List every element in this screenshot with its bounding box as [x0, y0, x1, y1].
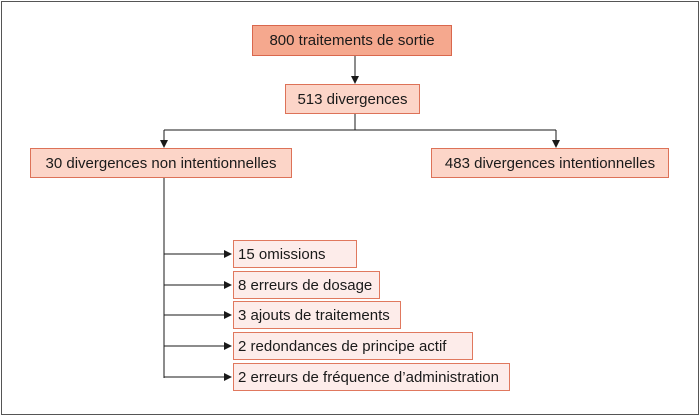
detail-node-label: 8 erreurs de dosage: [238, 276, 373, 294]
detail-node-redondances: 2 redondances de principe actif: [233, 332, 473, 360]
detail-node-frequence: 2 erreurs de fréquence d’administration: [233, 363, 510, 391]
detail-node-omissions: 15 omissions: [233, 240, 357, 268]
detail-node-label: 15 omissions: [238, 245, 326, 263]
divergences-node-label: 513 divergences: [297, 90, 408, 108]
root-node: 800 traitements de sortie: [252, 25, 452, 56]
intentional-node-label: 483 divergences intentionnelles: [444, 154, 656, 172]
divergences-node: 513 divergences: [285, 84, 420, 114]
unintentional-node: 30 divergences non intentionnelles: [30, 148, 292, 178]
detail-node-dosage: 8 erreurs de dosage: [233, 271, 380, 299]
detail-node-ajouts: 3 ajouts de traitements: [233, 301, 401, 329]
intentional-node: 483 divergences intentionnelles: [431, 148, 669, 178]
detail-node-label: 2 redondances de principe actif: [238, 337, 447, 355]
detail-node-label: 2 erreurs de fréquence d’administration: [238, 368, 499, 386]
unintentional-node-label: 30 divergences non intentionnelles: [45, 154, 277, 172]
detail-node-label: 3 ajouts de traitements: [238, 306, 390, 324]
root-node-label: 800 traitements de sortie: [269, 32, 435, 49]
